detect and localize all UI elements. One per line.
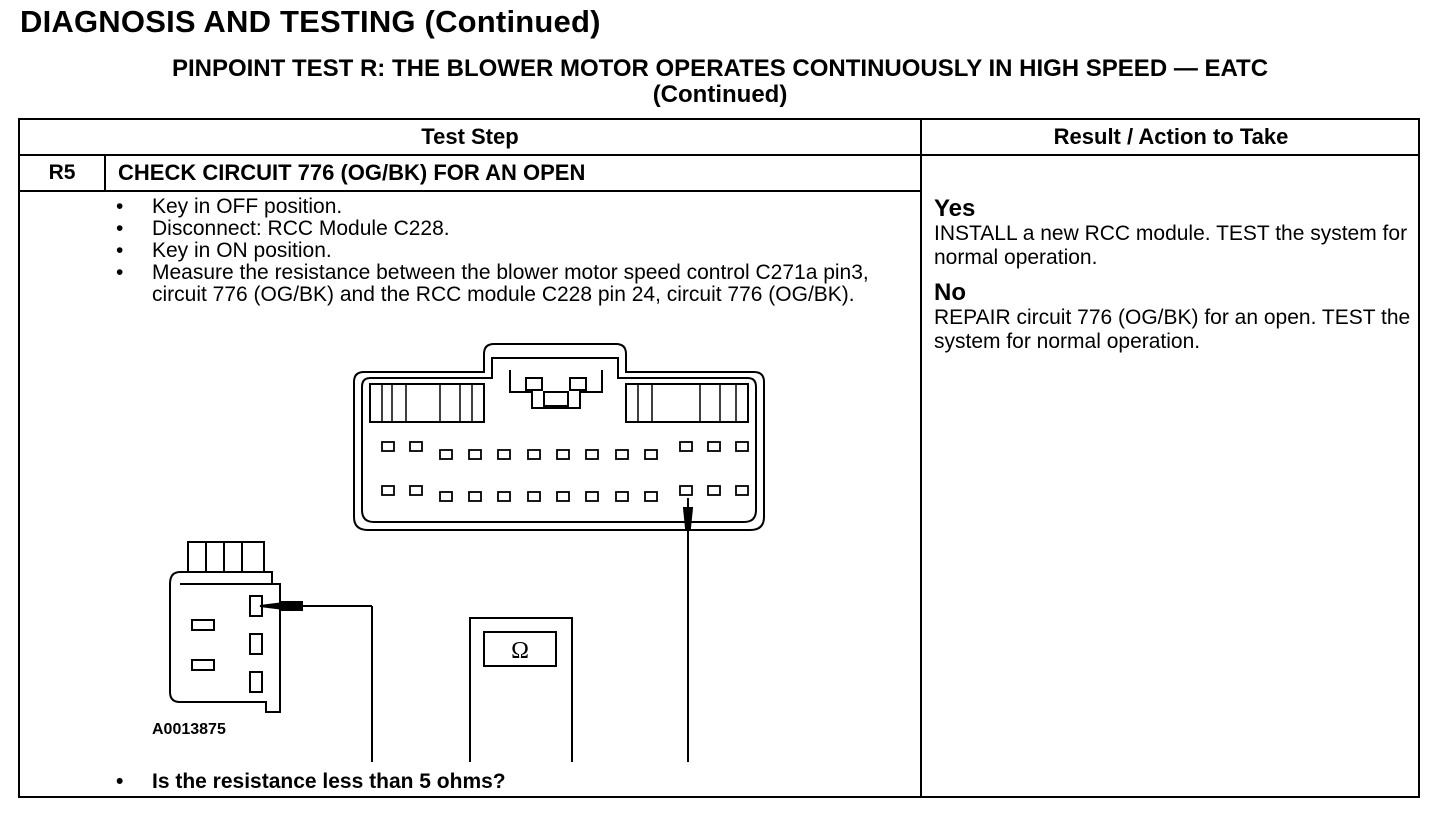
result-column: Yes INSTALL a new RCC module. TEST the s… bbox=[922, 156, 1420, 798]
meter-ohm-symbol: Ω bbox=[511, 638, 529, 664]
column-header-test-step: Test Step bbox=[20, 120, 922, 156]
instruction-text: Key in OFF position. bbox=[152, 195, 343, 218]
bullet-glyph: • bbox=[116, 770, 124, 793]
yes-action: INSTALL a new RCC module. TEST the syste… bbox=[934, 222, 1408, 269]
blower-speed-control-connector bbox=[169, 541, 281, 713]
instruction-text: Disconnect: RCC Module C228. bbox=[152, 217, 450, 240]
list-item: • Measure the resistance between the blow… bbox=[116, 262, 896, 306]
bullet-glyph: • bbox=[116, 261, 124, 284]
list-item: • Key in OFF position. bbox=[116, 196, 896, 218]
yes-label: Yes bbox=[934, 195, 976, 222]
step-row: R5 CHECK CIRCUIT 776 (OG/BK) FOR AN OPEN bbox=[20, 156, 922, 192]
list-item: • Key in ON position. bbox=[116, 240, 896, 262]
instruction-text: Key in ON position. bbox=[152, 239, 332, 262]
question-text: Is the resistance less than 5 ohms? bbox=[152, 770, 506, 793]
ohmmeter bbox=[469, 617, 573, 762]
figure-id: A0013875 bbox=[152, 721, 226, 738]
result-no: No REPAIR circuit 776 (OG/BK) for an ope… bbox=[934, 280, 1414, 354]
wiring-diagram: Ω + − A0013875 bbox=[152, 343, 765, 762]
list-item: • Disconnect: RCC Module C228. bbox=[116, 218, 896, 240]
result-yes: Yes INSTALL a new RCC module. TEST the s… bbox=[934, 196, 1410, 270]
no-action: REPAIR circuit 776 (OG/BK) for an open. … bbox=[934, 306, 1411, 353]
subtitle-line-1: PINPOINT TEST R: THE BLOWER MOTOR OPERAT… bbox=[171, 55, 1269, 82]
bullet-glyph: • bbox=[116, 195, 124, 218]
test-step-body: • Key in OFF position. • Disconnect: RCC M… bbox=[20, 192, 922, 798]
pinpoint-test-table: Test Step Result / Action to Take R5 CHE… bbox=[18, 118, 1420, 798]
step-instructions: • Key in OFF position. • Disconnect: RCC M… bbox=[116, 196, 896, 306]
step-title: CHECK CIRCUIT 776 (OG/BK) FOR AN OPEN bbox=[118, 160, 586, 185]
no-label: No bbox=[934, 279, 966, 306]
step-id: R5 bbox=[20, 156, 106, 190]
instruction-text: Measure the resistance between the blowe… bbox=[152, 261, 869, 306]
test-leads bbox=[259, 498, 694, 762]
bullet-glyph: • bbox=[116, 239, 124, 262]
rcc-module-connector bbox=[353, 343, 765, 531]
column-header-result: Result / Action to Take bbox=[922, 120, 1420, 156]
page-title: DIAGNOSIS AND TESTING (Continued) bbox=[20, 4, 601, 39]
subtitle-line-2: (Continued) bbox=[652, 81, 788, 108]
bullet-glyph: • bbox=[116, 217, 124, 240]
test-subtitle: PINPOINT TEST R: THE BLOWER MOTOR OPERAT… bbox=[20, 56, 1420, 108]
question: • Is the resistance less than 5 ohms? bbox=[116, 770, 506, 794]
